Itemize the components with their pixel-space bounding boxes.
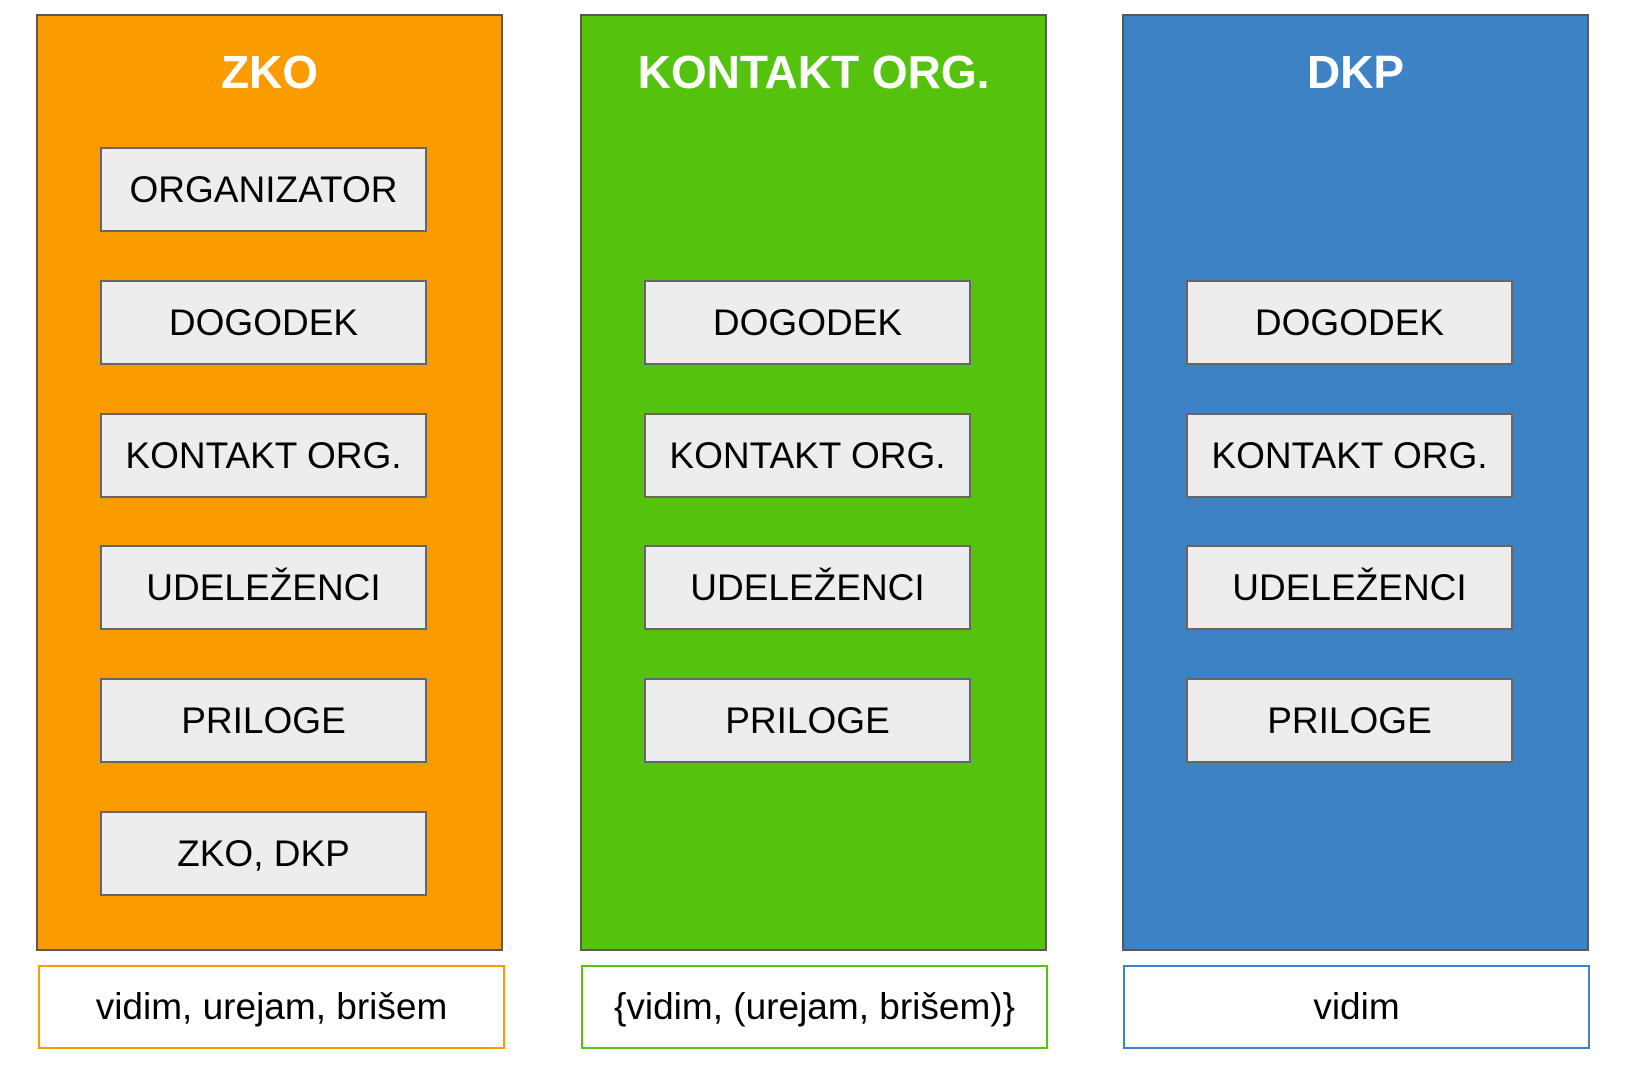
column-kontakt-org: KONTAKT ORG. DOGODEK KONTAKT ORG. UDELEŽ…	[580, 14, 1047, 951]
column-dkp: DKP DOGODEK KONTAKT ORG. UDELEŽENCI PRIL…	[1122, 14, 1589, 951]
entity-box-dogodek: DOGODEK	[1186, 280, 1513, 365]
entity-box-kontakt-org: KONTAKT ORG.	[100, 413, 427, 498]
entity-box-kontakt-org: KONTAKT ORG.	[644, 413, 971, 498]
legend-dkp-permissions: vidim	[1123, 965, 1590, 1049]
entity-box-priloge: PRILOGE	[100, 678, 427, 763]
entity-box-udelezenci: UDELEŽENCI	[644, 545, 971, 630]
entity-box-kontakt-org: KONTAKT ORG.	[1186, 413, 1513, 498]
column-title-kontakt-org: KONTAKT ORG.	[637, 46, 990, 98]
column-title-zko: ZKO	[220, 46, 319, 98]
column-title-dkp: DKP	[1306, 46, 1405, 98]
legend-kontakt-org-permissions: {vidim, (urejam, brišem)}	[581, 965, 1048, 1049]
entity-box-udelezenci: UDELEŽENCI	[1186, 545, 1513, 630]
entity-box-udelezenci: UDELEŽENCI	[100, 545, 427, 630]
entity-box-organizator: ORGANIZATOR	[100, 147, 427, 232]
column-zko: ZKO ORGANIZATOR DOGODEK KONTAKT ORG. UDE…	[36, 14, 503, 951]
legend-zko-permissions: vidim, urejam, brišem	[38, 965, 505, 1049]
entity-box-priloge: PRILOGE	[1186, 678, 1513, 763]
entity-box-zko-dkp: ZKO, DKP	[100, 811, 427, 896]
entity-box-dogodek: DOGODEK	[100, 280, 427, 365]
entity-box-priloge: PRILOGE	[644, 678, 971, 763]
entity-box-dogodek: DOGODEK	[644, 280, 971, 365]
